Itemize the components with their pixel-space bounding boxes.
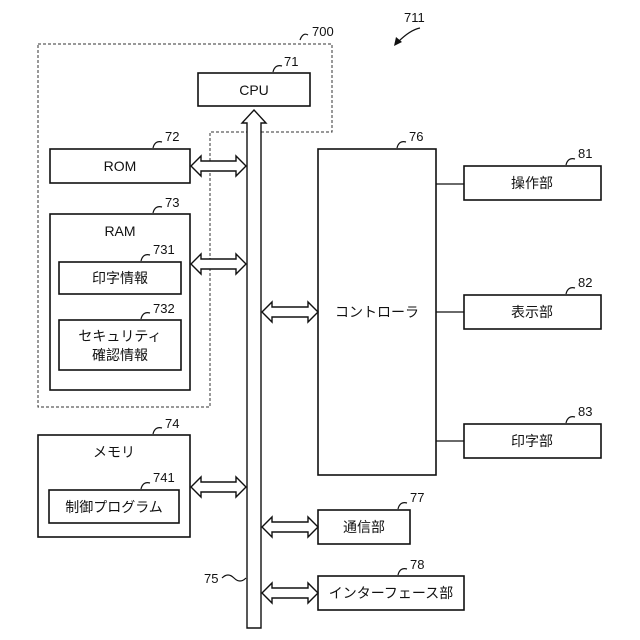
ram-ref-leader: [153, 207, 162, 213]
print-info-label: 印字情報: [92, 270, 148, 286]
rom-ref: 72: [165, 129, 179, 144]
printing-ref-leader: [566, 417, 575, 423]
memory-bus-arrow: [191, 477, 246, 497]
communication-bus-arrow: [262, 517, 318, 537]
operation-ref: 81: [578, 146, 592, 161]
operation-ref-leader: [566, 159, 575, 165]
security-info-line2: 確認情報: [92, 347, 148, 363]
display-ref: 82: [578, 275, 592, 290]
cpu-ref-leader: [273, 66, 282, 72]
memory-ref-leader: [153, 428, 162, 434]
controller-bus-arrow: [262, 302, 318, 322]
bus-ref: 75: [204, 571, 218, 586]
control-program-ref: 741: [153, 470, 175, 485]
rom-ref-leader: [153, 142, 162, 148]
controller-ref: 76: [409, 129, 423, 144]
controller-label: コントローラ: [335, 304, 419, 320]
control-program-label: 制御プログラム: [65, 499, 163, 515]
printing-label: 印字部: [511, 433, 553, 449]
communication-ref-leader: [398, 503, 407, 509]
figure-ref-arrow: [398, 28, 420, 42]
communication-label: 通信部: [343, 519, 385, 535]
memory-label: メモリ: [93, 444, 135, 460]
ram-ref: 73: [165, 195, 179, 210]
bus-ref-leader: [222, 575, 246, 581]
figure-ref-label: 711: [404, 10, 425, 25]
communication-ref: 77: [410, 490, 424, 505]
cpu-label: CPU: [239, 82, 269, 98]
display-ref-leader: [566, 288, 575, 294]
interface-ref: 78: [410, 557, 424, 572]
interface-bus-arrow: [262, 583, 318, 603]
security-info-ref: 732: [153, 301, 175, 316]
rom-bus-arrow: [191, 156, 246, 176]
operation-label: 操作部: [511, 175, 553, 191]
figure-ref-arrowhead: [394, 37, 402, 46]
printing-ref: 83: [578, 404, 592, 419]
group-ref-label: 700: [312, 24, 334, 39]
ram-label: RAM: [104, 223, 135, 239]
system-bus: [242, 110, 266, 628]
group-ref-leader: [300, 34, 308, 40]
ram-bus-arrow: [191, 254, 246, 274]
security-info-line1: セキュリティ: [78, 328, 161, 344]
print-info-ref: 731: [153, 242, 175, 257]
display-label: 表示部: [511, 304, 553, 320]
memory-ref: 74: [165, 416, 179, 431]
rom-label: ROM: [104, 158, 137, 174]
interface-ref-leader: [398, 569, 407, 575]
cpu-ref: 71: [284, 54, 298, 69]
controller-ref-leader: [397, 142, 406, 148]
interface-label: インターフェース部: [329, 585, 453, 601]
